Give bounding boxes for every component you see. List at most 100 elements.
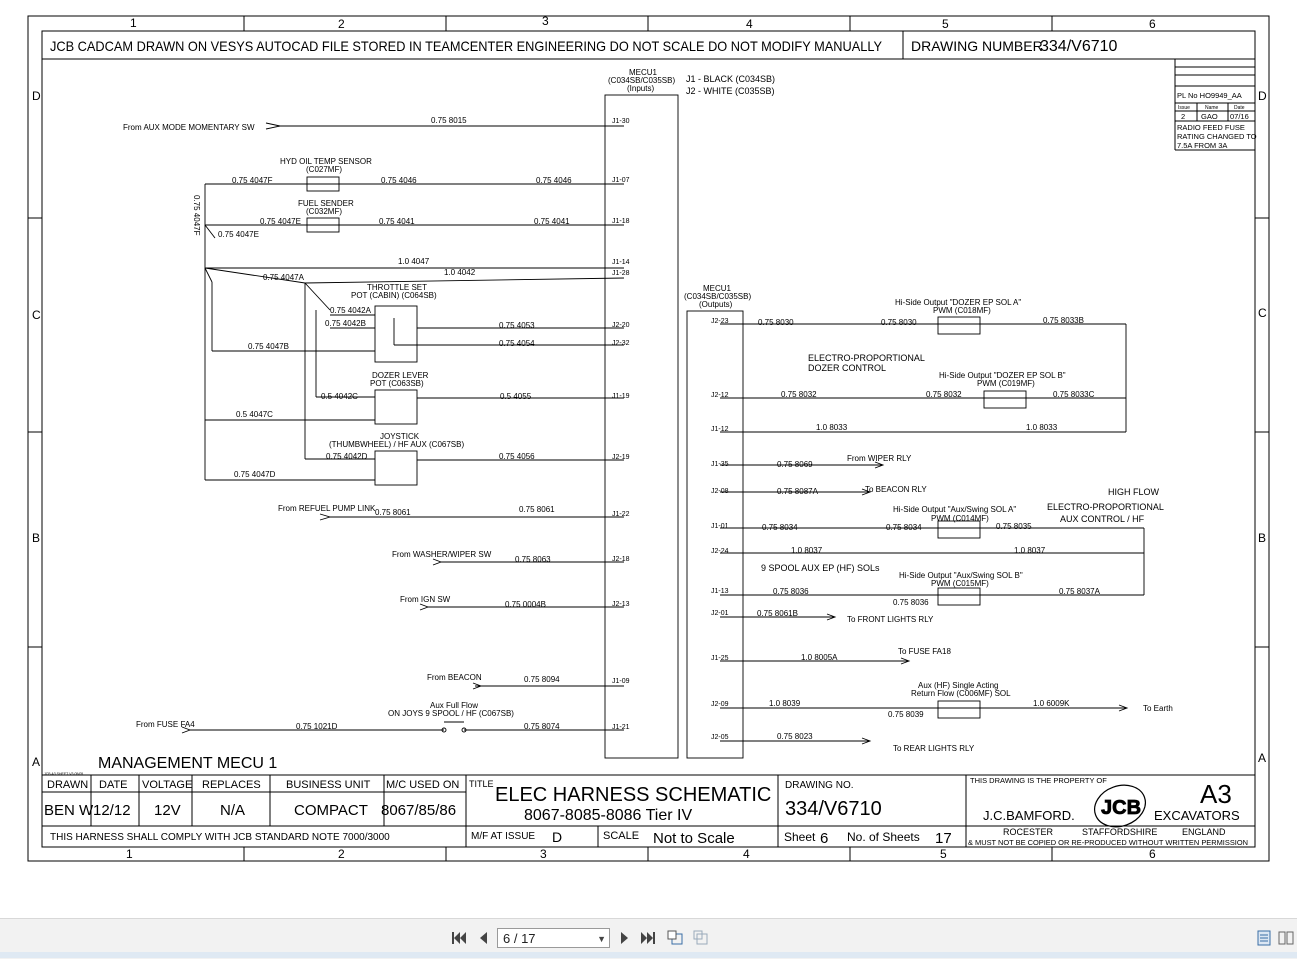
first-page-icon[interactable] bbox=[450, 929, 468, 947]
joystick-code: (THUMBWHEEL) / HF AUX (C067SB) bbox=[329, 440, 464, 449]
tb-title-line2: 8067-8085-8086 Tier IV bbox=[524, 807, 692, 824]
wire-label: 0.75 8036 bbox=[893, 598, 929, 607]
single-page-view-icon[interactable] bbox=[1255, 929, 1273, 947]
pin-label: J1-25 bbox=[711, 655, 729, 662]
rev-name: GAO bbox=[1201, 112, 1218, 121]
wire-label: 0.75 4047A bbox=[263, 273, 305, 282]
throttle-label: THROTTLE SET bbox=[367, 283, 427, 292]
tb-country: ENGLAND bbox=[1182, 827, 1226, 837]
wire-label: 0.75 8087A bbox=[777, 487, 819, 496]
grid-col-label: 2 bbox=[338, 17, 345, 31]
fit-page-icon[interactable] bbox=[692, 929, 710, 947]
pin-label: J2-01 bbox=[711, 610, 729, 617]
next-page-icon[interactable] bbox=[616, 929, 634, 947]
pin-label: J2-24 bbox=[711, 548, 729, 555]
joystick-label: JOYSTICK bbox=[380, 432, 420, 441]
pin-label: J1-09 bbox=[612, 678, 630, 685]
wire-label: 0.75 1021D bbox=[296, 722, 338, 731]
last-page-icon[interactable] bbox=[639, 929, 657, 947]
wire-label: 0.5 4055 bbox=[500, 392, 532, 401]
tb-mc-used-on: 8067/85/86 bbox=[381, 802, 456, 819]
pin-label: J1-22 bbox=[612, 511, 630, 518]
ep-dozer-label2: DOZER CONTROL bbox=[808, 363, 886, 373]
aux-full-flow-code: ON JOYS 9 SPOOL / HF (C067SB) bbox=[388, 709, 514, 718]
grid-row-label: C bbox=[32, 308, 41, 322]
dozer-sol-b-code: PWM (C019MF) bbox=[977, 379, 1035, 388]
aux-sol-a-label: Hi-Side Output "Aux/Swing SOL A" bbox=[893, 505, 1016, 514]
connector-arrow-icon bbox=[861, 488, 872, 496]
mecu-inputs-title: MECU1 bbox=[629, 68, 658, 77]
wire-label: 0.75 8039 bbox=[888, 710, 924, 719]
connector-arrow-icon bbox=[472, 682, 483, 690]
tb-replaces-header: REPLACES bbox=[202, 779, 261, 791]
wire-label: 0.75 8030 bbox=[881, 318, 917, 327]
rotate-page-icon[interactable] bbox=[666, 929, 684, 947]
two-page-view-icon[interactable] bbox=[1277, 929, 1295, 947]
header-notice: JCB CADCAM DRAWN ON VESYS AUTOCAD FILE S… bbox=[50, 38, 883, 54]
pin-label: J1-28 bbox=[612, 270, 630, 277]
rev-date-hdr: Date bbox=[1234, 105, 1245, 111]
connector-arrow-icon bbox=[1118, 704, 1129, 712]
beacon-rly-label: To BEACON RLY bbox=[865, 485, 927, 494]
wire-label: 0.75 8032 bbox=[781, 390, 817, 399]
pin-label: J2-09 bbox=[711, 701, 729, 708]
management-label: MANAGEMENT MECU 1 bbox=[98, 755, 277, 772]
pin-label: J1-01 bbox=[711, 523, 729, 530]
wire-label: 0.75 4041 bbox=[534, 217, 570, 226]
pin-label: J1-30 bbox=[612, 118, 630, 125]
header-drawing-number: 334/V6710 bbox=[1040, 38, 1118, 55]
wire-label: 0.75 4046 bbox=[536, 176, 572, 185]
grid-col-label: 3 bbox=[542, 14, 549, 28]
rev-note: 7.5A FROM 3A bbox=[1177, 141, 1227, 150]
grid-row-label: B bbox=[1258, 531, 1266, 545]
ep-dozer-label: ELECTRO-PROPORTIONAL bbox=[808, 353, 925, 363]
page-number-input[interactable]: 6 / 17 ▼ bbox=[497, 928, 610, 948]
previous-page-icon[interactable] bbox=[474, 929, 492, 947]
ep-aux-label2: AUX CONTROL / HF bbox=[1060, 514, 1145, 524]
rev-note: RATING CHANGED TO bbox=[1177, 132, 1257, 141]
chevron-down-icon[interactable]: ▼ bbox=[597, 934, 606, 944]
grid-col-label: 4 bbox=[743, 847, 750, 861]
mecu-outputs-sub: (Outputs) bbox=[699, 300, 733, 309]
wire-label: 1.0 8037 bbox=[1014, 546, 1046, 555]
tb-nsheets-label: No. of Sheets bbox=[847, 830, 920, 844]
rev-issue: 2 bbox=[1181, 112, 1185, 121]
pin-label: J2-08 bbox=[711, 488, 729, 495]
wire-label: 0.75 8061 bbox=[375, 508, 411, 517]
tb-company: J.C.BAMFORD. bbox=[983, 808, 1075, 823]
pin-label: J2-18 bbox=[612, 556, 630, 563]
pin-label: J2-20 bbox=[612, 322, 630, 329]
aux-sol-a-code: PWM (C014MF) bbox=[931, 514, 989, 523]
tb-comply: THIS HARNESS SHALL COMPLY WITH JCB STAND… bbox=[50, 832, 390, 843]
tb-county: STAFFORDSHIRE bbox=[1082, 827, 1157, 837]
to-earth-label: To Earth bbox=[1143, 704, 1173, 713]
j1-note: J1 - BLACK (C034SB) bbox=[686, 74, 775, 84]
tb-scale-label: SCALE bbox=[603, 830, 639, 842]
wire-label: 1.0 8033 bbox=[1026, 423, 1058, 432]
tb-mf-label: M/F AT ISSUE bbox=[471, 831, 535, 842]
tb-city: ROCESTER bbox=[1003, 827, 1054, 837]
tb-bu-header: BUSINESS UNIT bbox=[286, 779, 371, 791]
schematic-sheet: 1 2 3 4 5 6 1 2 3 4 5 6 D C B A D C B A … bbox=[27, 14, 1270, 862]
wire-label: 0.75 4053 bbox=[499, 321, 535, 330]
wire-label: 1.0 4042 bbox=[444, 268, 476, 277]
pin-label: J1-13 bbox=[711, 588, 729, 595]
tb-sheet-value: 6 bbox=[820, 830, 828, 847]
aux-mode-label: From AUX MODE MOMENTARY SW bbox=[123, 123, 255, 132]
wire-label: 0.75 8036 bbox=[773, 587, 809, 596]
fuel-sender-code: (C032MF) bbox=[306, 207, 342, 216]
wire-label: 0.75 8030 bbox=[758, 318, 794, 327]
tb-replaces: N/A bbox=[220, 802, 245, 819]
tb-title-header: TITLE bbox=[469, 779, 494, 789]
return-flow-label: Aux (HF) Single Acting bbox=[918, 681, 998, 690]
refuel-label: From REFUEL PUMP LINK bbox=[278, 504, 376, 513]
tb-date-header: DATE bbox=[99, 779, 128, 791]
grid-row-label: D bbox=[32, 89, 41, 103]
mecu-outputs-title: MECU1 bbox=[703, 284, 732, 293]
wire-label: 0.75 8034 bbox=[886, 523, 922, 532]
wire-label: 1.0 8005A bbox=[801, 653, 838, 662]
beacon-in-label: From BEACON bbox=[427, 673, 482, 682]
nine-spool-label: 9 SPOOL AUX EP (HF) SOLs bbox=[761, 563, 880, 573]
front-lights-label: To FRONT LIGHTS RLY bbox=[847, 615, 934, 624]
tb-scale-value: Not to Scale bbox=[653, 830, 735, 847]
